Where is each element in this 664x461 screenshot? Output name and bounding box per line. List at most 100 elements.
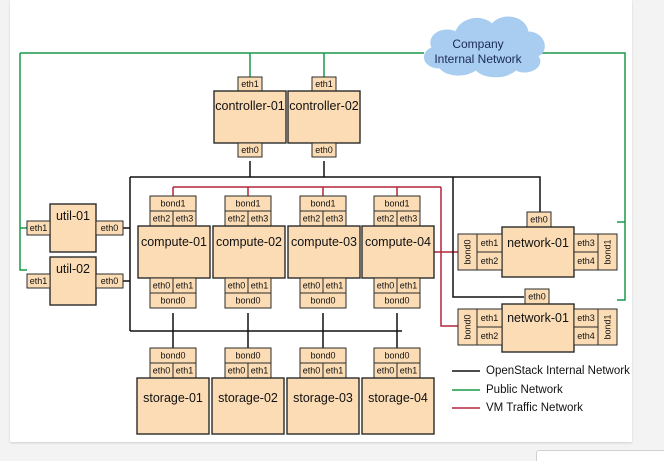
bottom-tab	[536, 450, 664, 461]
compute-01-box	[137, 225, 211, 279]
network-lower-top-port: eth0	[528, 292, 546, 302]
svg-text:eth2: eth2	[377, 214, 395, 224]
network-upper-top-port: eth0	[530, 215, 548, 225]
compute-01-label: compute-01	[141, 235, 207, 249]
controller-02-box	[287, 90, 361, 144]
storage-02-bond: bond0	[235, 351, 260, 361]
svg-text:eth1: eth1	[326, 366, 344, 376]
svg-text:eth3: eth3	[251, 214, 269, 224]
svg-text:eth1: eth1	[400, 366, 418, 376]
legend-vm-label: VM Traffic Network	[486, 402, 583, 414]
storage-04-label: storage-04	[368, 391, 428, 405]
svg-text:eth0: eth0	[153, 366, 171, 376]
svg-text:eth0: eth0	[377, 281, 395, 291]
svg-text:eth3: eth3	[577, 238, 595, 248]
internal-network-lines	[123, 161, 541, 348]
network-upper-left-bond: bond0	[463, 239, 473, 264]
util-02[interactable]: util-02 eth1 eth0	[26, 256, 124, 306]
util-01-left-port: eth1	[30, 223, 48, 233]
svg-text:eth2: eth2	[228, 214, 246, 224]
svg-text:eth2: eth2	[481, 256, 499, 266]
compute-03-box	[287, 225, 361, 279]
controller-02-bottom-port	[311, 142, 337, 158]
storage-02-label: storage-02	[218, 391, 278, 405]
util-01[interactable]: util-01 eth1 eth0	[26, 203, 124, 253]
network-node-upper[interactable]: eth0 network-01 bond0 eth1 eth2 eth3 eth…	[457, 211, 618, 278]
compute-04-box	[361, 225, 435, 279]
compute-04-bond0: bond0	[384, 296, 409, 306]
util-02-box	[49, 256, 97, 306]
svg-text:eth3: eth3	[326, 214, 344, 224]
network-lower-right-bond: bond1	[603, 314, 613, 339]
util-01-label: util-01	[56, 209, 90, 223]
svg-text:eth0: eth0	[377, 366, 395, 376]
storage-01-label: storage-01	[143, 391, 203, 405]
controller-02-label: controller-02	[289, 99, 359, 113]
compute-02-box	[212, 225, 286, 279]
svg-text:eth1: eth1	[251, 366, 269, 376]
storage-02[interactable]: bond0 eth0 eth1 storage-02	[211, 347, 285, 435]
network-upper-right-bond: bond1	[603, 239, 613, 264]
svg-text:eth0: eth0	[315, 145, 333, 155]
storage-01-box	[136, 377, 210, 435]
svg-text:eth4: eth4	[577, 256, 595, 266]
compute-03-bond1: bond1	[310, 199, 335, 209]
svg-text:eth1: eth1	[481, 313, 499, 323]
compute-02-bond0: bond0	[235, 296, 260, 306]
svg-text:eth0: eth0	[228, 366, 246, 376]
public-network-lines	[19, 52, 626, 301]
legend: OpenStack Internal Network Public Networ…	[452, 365, 630, 414]
network-node-lower[interactable]: eth0 network-01 bond0 eth1 eth2 eth3 eth…	[457, 288, 618, 353]
compute-01-bond1: bond1	[160, 199, 185, 209]
controller-01[interactable]: eth1 controller-01 eth0	[213, 76, 287, 158]
compute-04-bond1: bond1	[384, 199, 409, 209]
svg-text:eth1: eth1	[176, 366, 194, 376]
compute-03[interactable]: bond1 eth2 eth3 compute-03 eth0 eth1 bon…	[287, 195, 361, 309]
company-cloud: Company Internal Network	[424, 16, 545, 78]
controller-01-box	[213, 90, 287, 144]
vm-traffic-lines	[172, 186, 458, 327]
util-01-box	[49, 203, 97, 253]
util-02-right-port: eth0	[101, 276, 119, 286]
controller-01-label: controller-01	[215, 99, 285, 113]
svg-text:eth0: eth0	[228, 281, 246, 291]
svg-text:eth1: eth1	[176, 281, 194, 291]
svg-text:eth1: eth1	[400, 281, 418, 291]
storage-01-bond: bond0	[160, 351, 185, 361]
compute-02-bond1: bond1	[235, 199, 260, 209]
controller-01-bottom-port	[237, 142, 263, 158]
legend-internal-label: OpenStack Internal Network	[486, 365, 630, 377]
util-02-label: util-02	[56, 262, 90, 276]
storage-03[interactable]: bond0 eth0 eth1 storage-03	[286, 347, 360, 435]
compute-02[interactable]: bond1 eth2 eth3 compute-02 eth0 eth1 bon…	[212, 195, 286, 309]
svg-text:eth1: eth1	[326, 281, 344, 291]
storage-03-box	[286, 377, 360, 435]
svg-text:eth1: eth1	[481, 238, 499, 248]
compute-01[interactable]: bond1 eth2 eth3 compute-01 eth0 eth1 bon…	[137, 195, 211, 309]
legend-public-label: Public Network	[486, 384, 563, 396]
controller-02[interactable]: eth1 controller-02 eth0	[287, 76, 361, 158]
storage-04[interactable]: bond0 eth0 eth1 storage-04	[361, 347, 435, 435]
compute-04[interactable]: bond1 eth2 eth3 compute-04 eth0 eth1 bon…	[361, 195, 435, 309]
network-upper-box	[501, 226, 575, 278]
svg-text:eth3: eth3	[400, 214, 418, 224]
network-upper-label: network-01	[507, 236, 569, 250]
svg-text:eth0: eth0	[153, 281, 171, 291]
storage-04-box	[361, 377, 435, 435]
util-01-right-port: eth0	[101, 223, 119, 233]
compute-01-bond0: bond0	[160, 296, 185, 306]
svg-text:eth3: eth3	[577, 313, 595, 323]
svg-text:eth1: eth1	[251, 281, 269, 291]
storage-02-box	[211, 377, 285, 435]
svg-text:eth0: eth0	[303, 366, 321, 376]
svg-text:eth2: eth2	[153, 214, 171, 224]
storage-01[interactable]: bond0 eth0 eth1 storage-01	[136, 347, 210, 435]
cloud-line1: Company	[452, 37, 503, 51]
svg-text:eth1: eth1	[315, 79, 333, 89]
svg-text:eth0: eth0	[303, 281, 321, 291]
util-02-left-port: eth1	[30, 276, 48, 286]
compute-04-label: compute-04	[365, 235, 431, 249]
svg-text:eth2: eth2	[303, 214, 321, 224]
svg-text:eth0: eth0	[241, 145, 259, 155]
